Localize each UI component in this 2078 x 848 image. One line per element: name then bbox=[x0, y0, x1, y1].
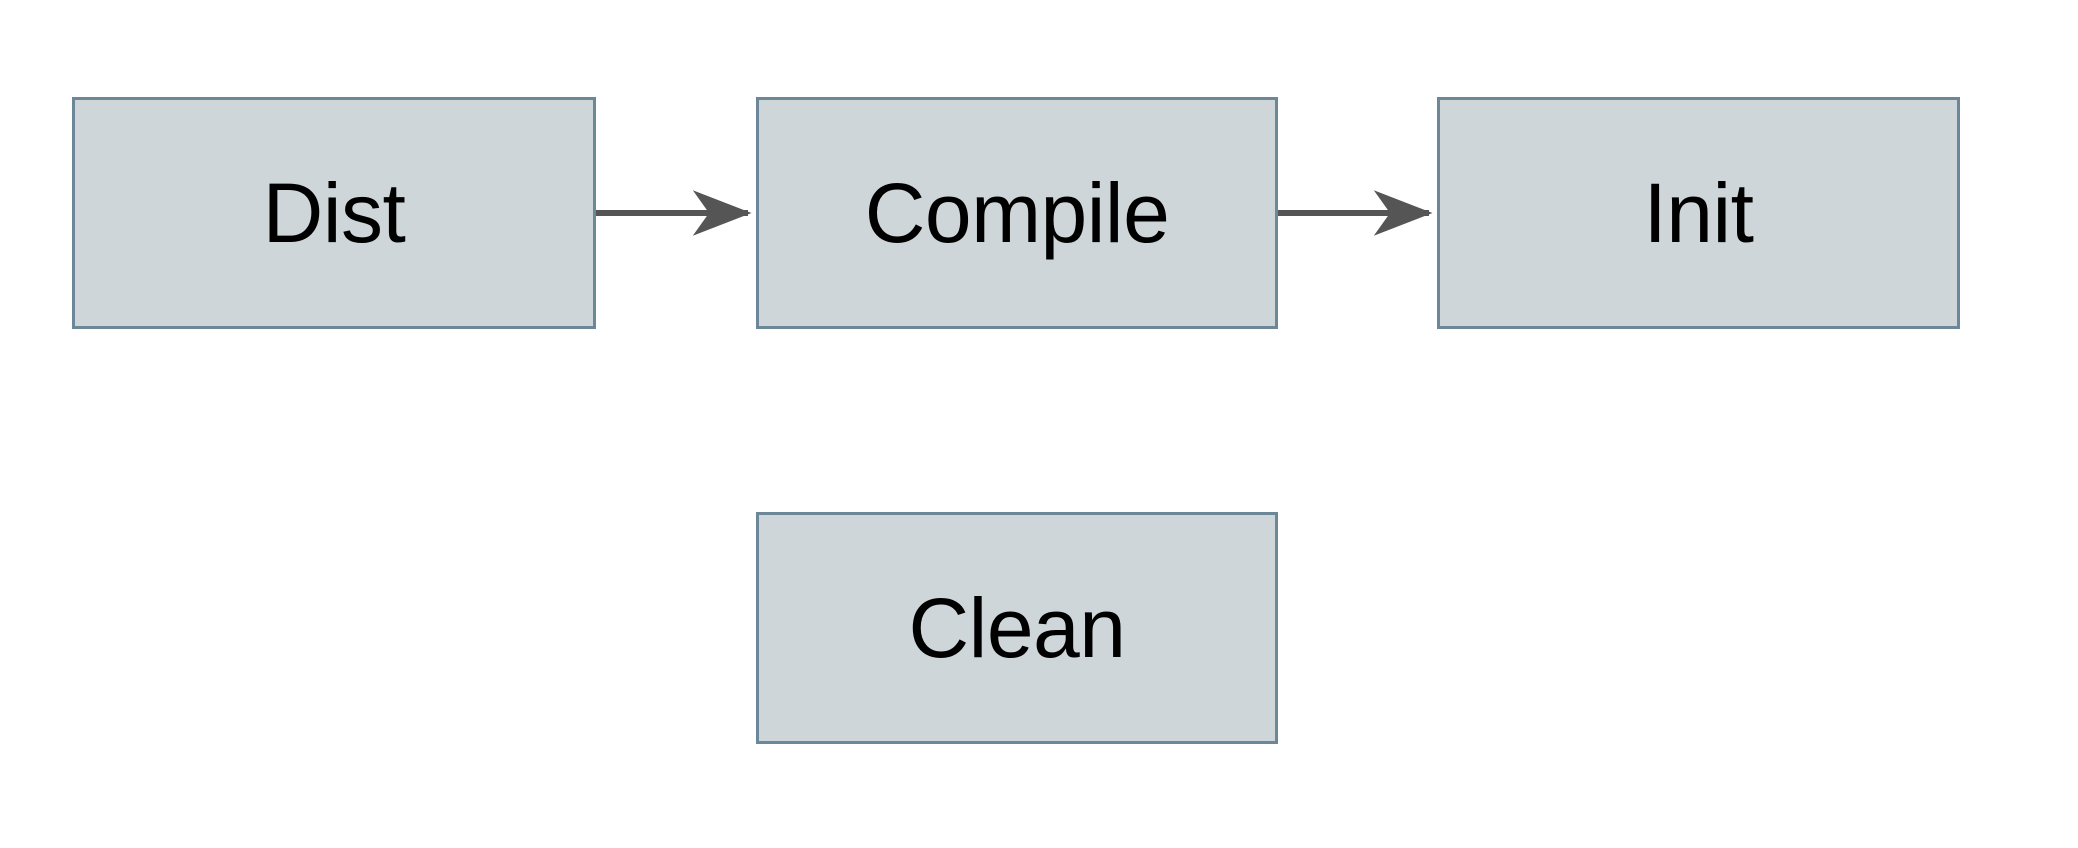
node-dist-label: Dist bbox=[262, 166, 406, 260]
node-clean-label: Clean bbox=[908, 581, 1126, 675]
node-init[interactable]: Init bbox=[1437, 97, 1960, 329]
node-init-label: Init bbox=[1643, 166, 1754, 260]
node-clean[interactable]: Clean bbox=[756, 512, 1278, 744]
node-compile-label: Compile bbox=[864, 166, 1170, 260]
node-compile[interactable]: Compile bbox=[756, 97, 1278, 329]
node-dist[interactable]: Dist bbox=[72, 97, 596, 329]
